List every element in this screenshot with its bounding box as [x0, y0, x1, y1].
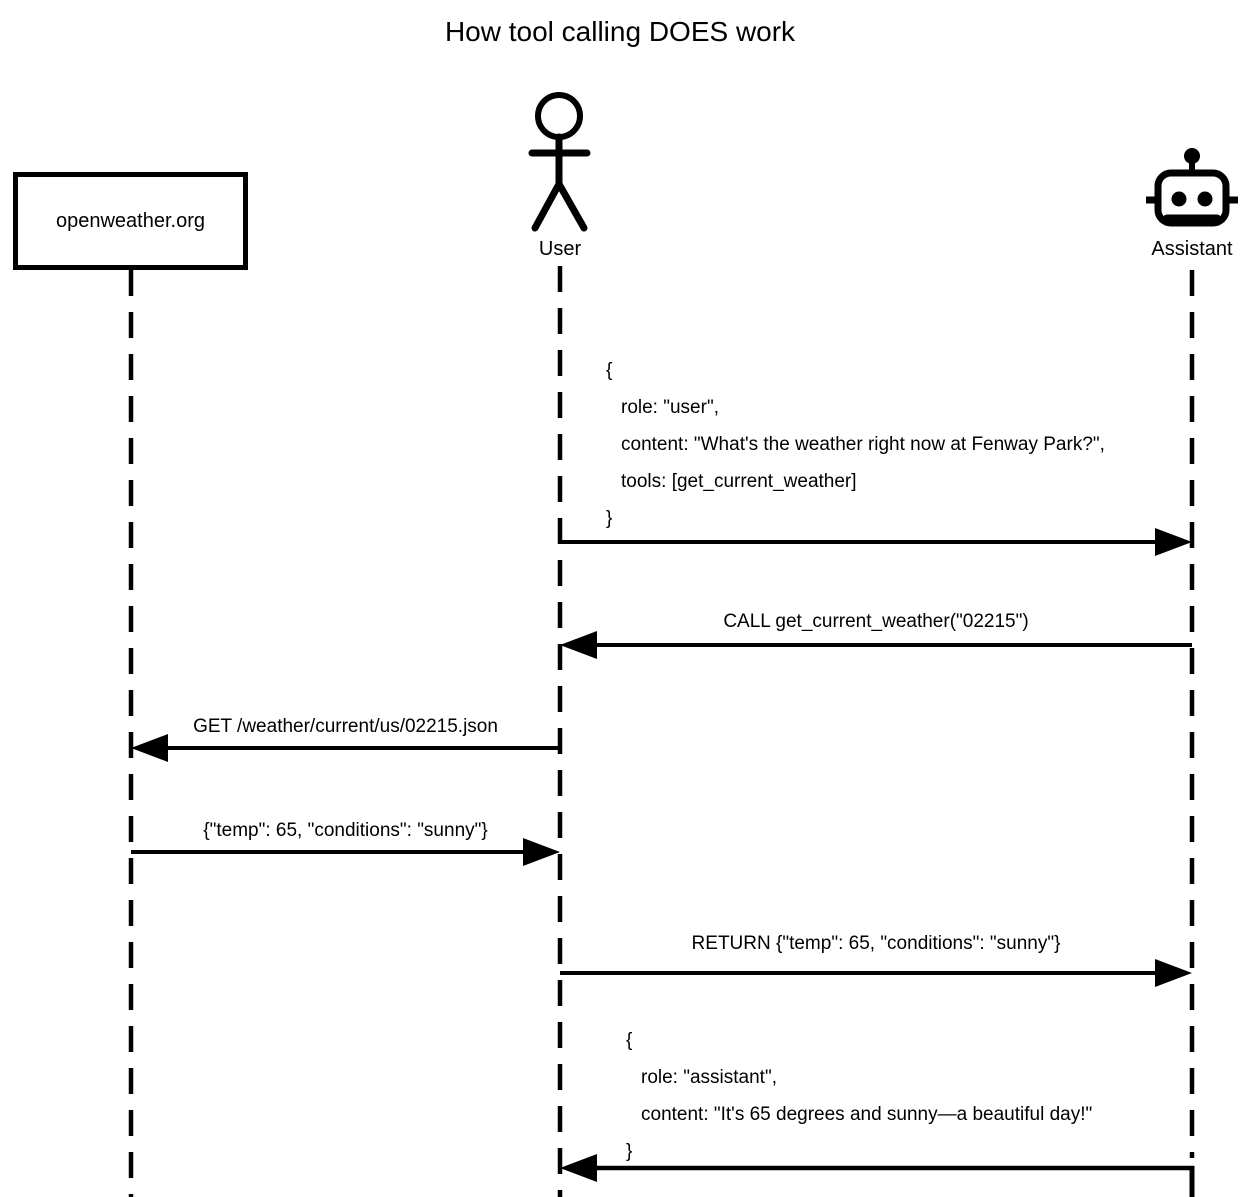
arrowhead-right [1155, 528, 1192, 556]
arrowhead-left [560, 631, 597, 659]
message-4-label: {"temp": 65, "conditions": "sunny"} [203, 820, 488, 841]
robot-left-eye [1171, 191, 1187, 207]
message-2-arrow [560, 631, 1192, 659]
message-6-line: { [626, 1030, 633, 1051]
participant-assistant-label: Assistant [1151, 238, 1233, 260]
stick-figure-head [535, 92, 583, 140]
participant-openweather-box: openweather.org [13, 172, 248, 270]
message-1-body: { role: "user", content: "What's the wea… [606, 352, 1105, 537]
message-1-line: tools: [get_current_weather] [621, 471, 857, 492]
message-1-arrow [560, 528, 1192, 556]
message-6-line: } [626, 1141, 633, 1162]
message-1-line: } [606, 508, 613, 529]
message-2-label: CALL get_current_weather("02215") [723, 611, 1029, 632]
arrowhead-right [1155, 959, 1192, 987]
message-1-line: role: "user", [621, 397, 719, 418]
message-6-arrow [560, 1154, 1195, 1197]
diagram-title: How tool calling DOES work [444, 16, 796, 47]
arrowhead-left [560, 1154, 597, 1182]
message-3-label: GET /weather/current/us/02215.json [193, 716, 498, 737]
message-6-body: { role: "assistant", content: "It's 65 d… [626, 1022, 1092, 1170]
robot-right-eye [1197, 191, 1213, 207]
participant-openweather-label: openweather.org [55, 209, 205, 232]
message-6-line: content: "It's 65 degrees and sunny—a be… [641, 1104, 1093, 1125]
message-4-arrow [131, 838, 560, 866]
participant-user-label: User [538, 238, 582, 260]
arrowhead-right [523, 838, 560, 866]
robot-icon [1146, 148, 1238, 227]
message-1-line: content: "What's the weather right now a… [621, 434, 1105, 455]
message-6-line: role: "assistant", [641, 1067, 777, 1088]
stick-figure-left-leg [531, 180, 563, 232]
user-actor-icon [528, 92, 591, 232]
message-3-arrow [131, 734, 560, 762]
message-1-line: { [606, 360, 613, 381]
message-5-label: RETURN {"temp": 65, "conditions": "sunny… [691, 933, 1061, 954]
stick-figure-right-leg [555, 180, 588, 232]
robot-antenna-ball [1184, 148, 1200, 164]
message-5-arrow [560, 959, 1192, 987]
arrowhead-left [131, 734, 168, 762]
